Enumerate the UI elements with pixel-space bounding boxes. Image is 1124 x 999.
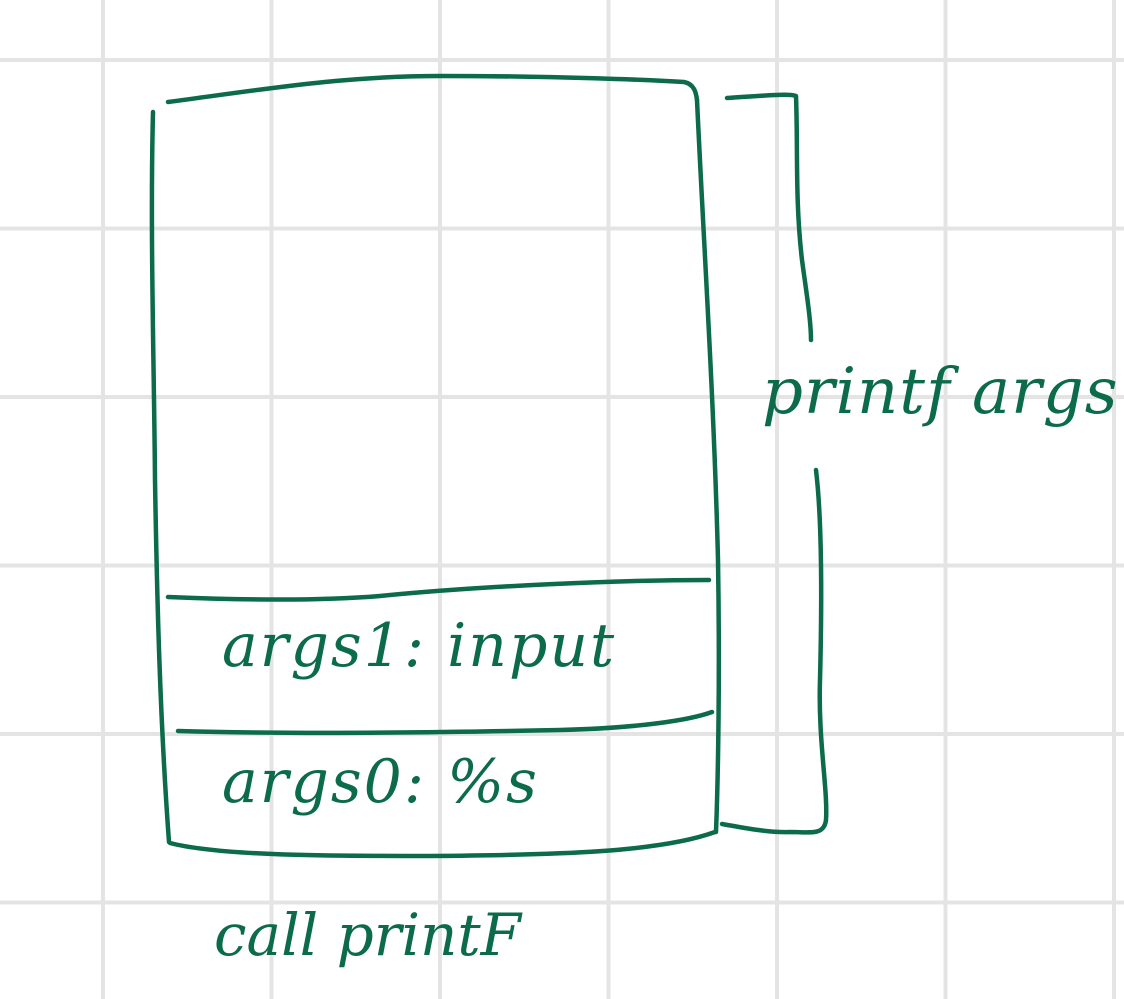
stack-frame-left-edge (149, 109, 172, 845)
stack-cell-label-args0: args0: %s (222, 747, 539, 817)
printf-args-label: printf args (762, 355, 1119, 429)
printf-args-bracket-top (724, 92, 814, 343)
stack-cell-label-args1: args1: input (222, 611, 617, 681)
printf-args-bracket-bottom (719, 467, 829, 835)
stack-divider-lower (175, 709, 715, 736)
stack-frame-top-edge (165, 73, 700, 105)
stack-frame-bottom-edge (167, 829, 718, 859)
stack-frame-right-edge (694, 97, 722, 835)
stack-divider-upper (165, 577, 712, 602)
call-printf-caption: call printF (214, 901, 521, 969)
